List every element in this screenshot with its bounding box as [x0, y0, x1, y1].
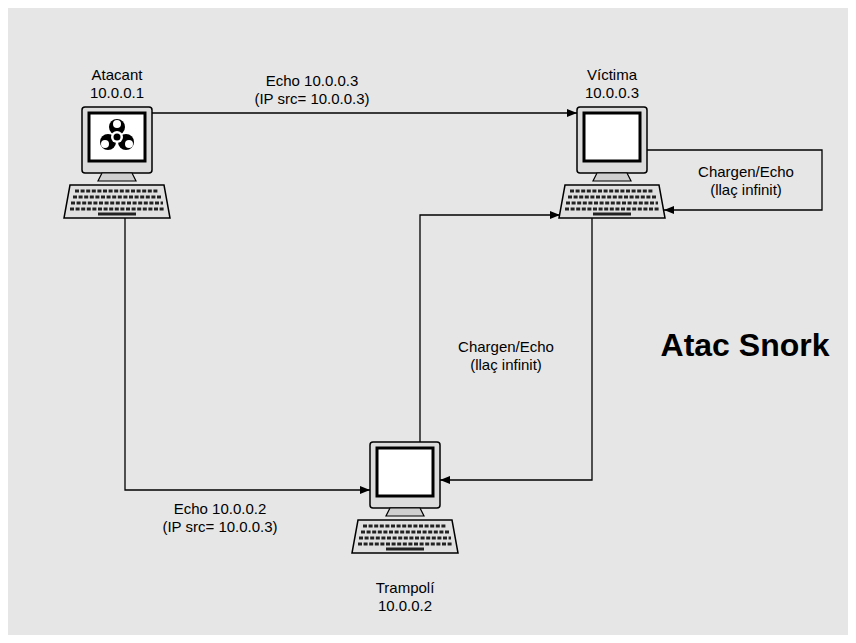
- host-name: Víctima: [585, 66, 639, 84]
- ip-address: 10.0.0.2: [376, 597, 435, 615]
- computer-drawing: [64, 107, 170, 218]
- edge-label-box: Chargen/Echo (llaç infinit): [457, 338, 555, 374]
- connector-arrow: [647, 150, 822, 210]
- biohazard-symbol: [100, 119, 134, 150]
- edge-label: Chargen/Echo (llaç infinit): [698, 163, 794, 198]
- spacer: [161, 500, 173, 501]
- spacer: [253, 72, 265, 73]
- computer-node: Trampolí10.0.0.2: [350, 440, 460, 615]
- edge-label-box: Echo 10.0.0.2 (IP src= 10.0.0.3): [161, 500, 279, 536]
- ip-address: 10.0.0.3: [585, 84, 639, 102]
- computer-icon: [62, 105, 172, 220]
- computer-node: Víctima10.0.0.3: [557, 66, 667, 220]
- spacer: [359, 72, 371, 73]
- computer-drawing: [559, 107, 665, 218]
- computer-drawing: [352, 442, 458, 553]
- computer-icon: [557, 105, 667, 220]
- diagram-title: Atac Snork: [661, 326, 830, 364]
- edge-label-box: Chargen/Echo (llaç infinit): [697, 163, 795, 199]
- node-label-group: Trampolí10.0.0.2: [376, 579, 435, 615]
- computer-icon: [350, 440, 460, 555]
- spacer: [554, 338, 555, 339]
- spacer: [267, 500, 279, 501]
- grey-panel: [8, 8, 848, 635]
- edge-label: Echo 10.0.0.3 (IP src= 10.0.0.3): [254, 72, 369, 107]
- edge-label: Echo 10.0.0.2 (IP src= 10.0.0.3): [162, 500, 277, 535]
- edge-label-box: Echo 10.0.0.3 (IP src= 10.0.0.3): [253, 72, 371, 108]
- ip-address: 10.0.0.1: [90, 84, 144, 102]
- computer-node: Atacant10.0.0.1: [62, 66, 172, 220]
- node-label-group: Atacant10.0.0.1: [90, 66, 144, 102]
- host-name: Atacant: [90, 66, 144, 84]
- connector-arrow: [420, 215, 560, 442]
- host-name: Trampolí: [376, 579, 435, 597]
- node-label-group: Víctima10.0.0.3: [585, 66, 639, 102]
- edge-label: Chargen/Echo (llaç infinit): [458, 338, 554, 373]
- connector-arrow: [152, 112, 577, 113]
- connector-arrow: [440, 218, 592, 480]
- connector-arrow: [125, 218, 370, 490]
- spacer: [794, 163, 795, 164]
